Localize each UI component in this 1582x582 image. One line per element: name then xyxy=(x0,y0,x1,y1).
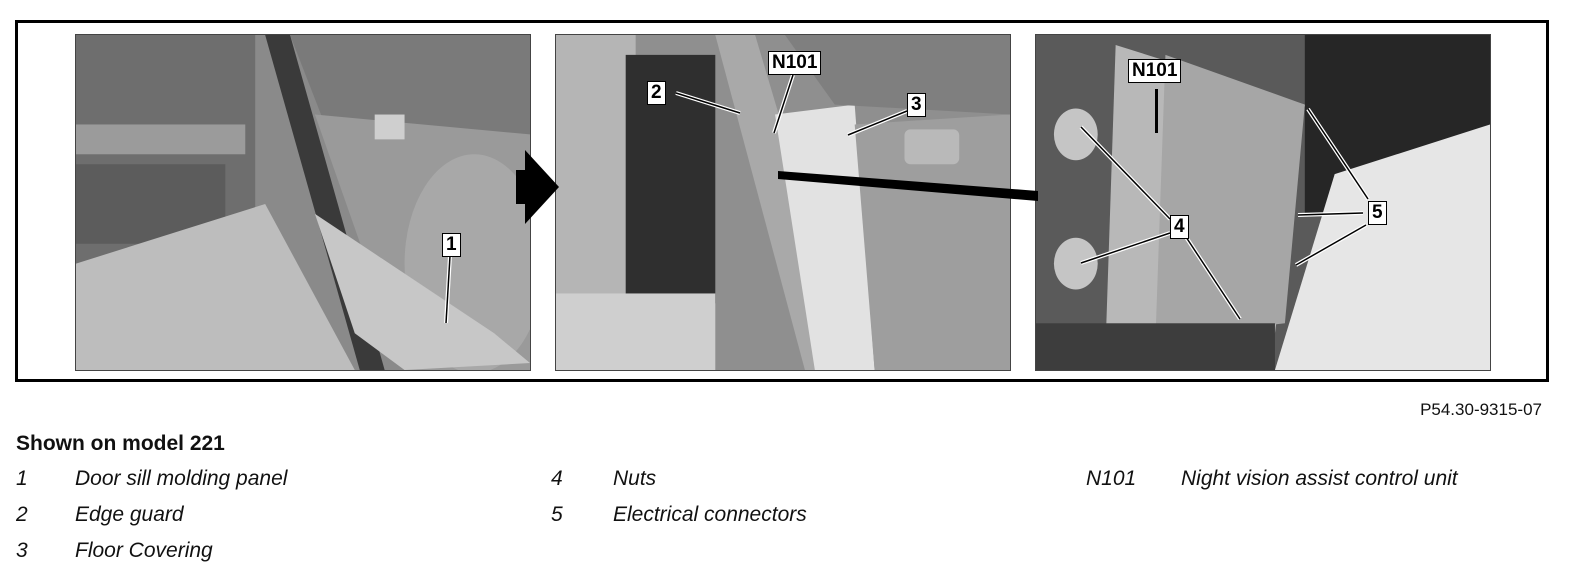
leader-lines xyxy=(444,74,1370,324)
legend-key: 4 xyxy=(551,467,563,490)
legend-item: 1 Door sill molding panel xyxy=(16,464,287,500)
legend-column-3: N101 Night vision assist control unit xyxy=(1086,464,1458,500)
edge-guard-illustration xyxy=(556,35,1010,370)
callout-5: 5 xyxy=(1368,201,1387,225)
photo-edge-guard xyxy=(555,34,1011,371)
figure-id: P54.30-9315-07 xyxy=(1420,400,1542,419)
legend-key: N101 xyxy=(1086,467,1137,490)
callout-n101-right: N101 xyxy=(1128,59,1182,83)
legend-desc: Nuts xyxy=(613,467,657,490)
legend-desc: Night vision assist control unit xyxy=(1181,467,1458,490)
figure-frame: 1 2 N101 3 N101 4 5 xyxy=(15,20,1549,382)
callout-1: 1 xyxy=(442,233,461,257)
legend-desc: Floor Covering xyxy=(75,539,213,562)
legend-item: 5 Electrical connectors xyxy=(551,500,807,536)
legend-item: 4 Nuts xyxy=(551,464,807,500)
legend-desc: Electrical connectors xyxy=(613,503,807,526)
photo-door-sill xyxy=(75,34,531,371)
legend-item: 3 Floor Covering xyxy=(16,536,287,572)
legend-desc: Edge guard xyxy=(75,503,184,526)
legend-key: 1 xyxy=(16,467,28,490)
callout-3: 3 xyxy=(907,93,926,117)
legend-column-1: 1 Door sill molding panel 2 Edge guard 3 Fl… xyxy=(16,464,287,572)
door-sill-illustration xyxy=(76,35,530,370)
transition-arrow-icon xyxy=(525,150,559,224)
callout-4: 4 xyxy=(1170,215,1189,239)
legend-item: N101 Night vision assist control unit xyxy=(1086,464,1458,500)
legend-key: 5 xyxy=(551,503,563,526)
legend-desc: Door sill molding panel xyxy=(75,467,288,490)
caption-title: Shown on model 221 xyxy=(16,432,225,455)
legend-column-2: 4 Nuts 5 Electrical connectors xyxy=(551,464,807,536)
callout-2: 2 xyxy=(647,81,666,105)
legend-key: 2 xyxy=(16,503,28,526)
legend-item: 2 Edge guard xyxy=(16,500,287,536)
callout-n101-middle: N101 xyxy=(768,51,822,75)
legend-key: 3 xyxy=(16,539,28,562)
